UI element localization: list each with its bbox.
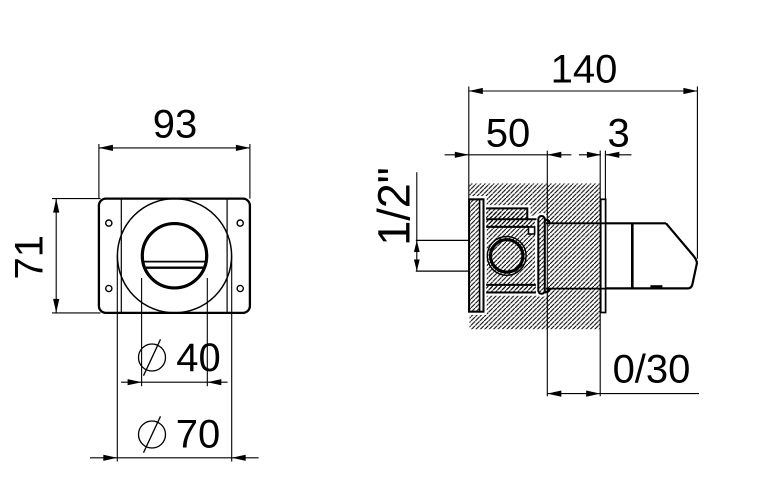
svg-text:50: 50: [486, 112, 531, 156]
svg-text:3: 3: [607, 112, 629, 156]
svg-text:40: 40: [176, 336, 221, 380]
svg-text:93: 93: [153, 103, 198, 147]
svg-text:0/30: 0/30: [613, 348, 691, 392]
svg-text:140: 140: [551, 48, 618, 92]
svg-text:70: 70: [176, 413, 221, 457]
svg-text:71: 71: [8, 235, 52, 280]
svg-text:1/2": 1/2": [369, 167, 420, 246]
